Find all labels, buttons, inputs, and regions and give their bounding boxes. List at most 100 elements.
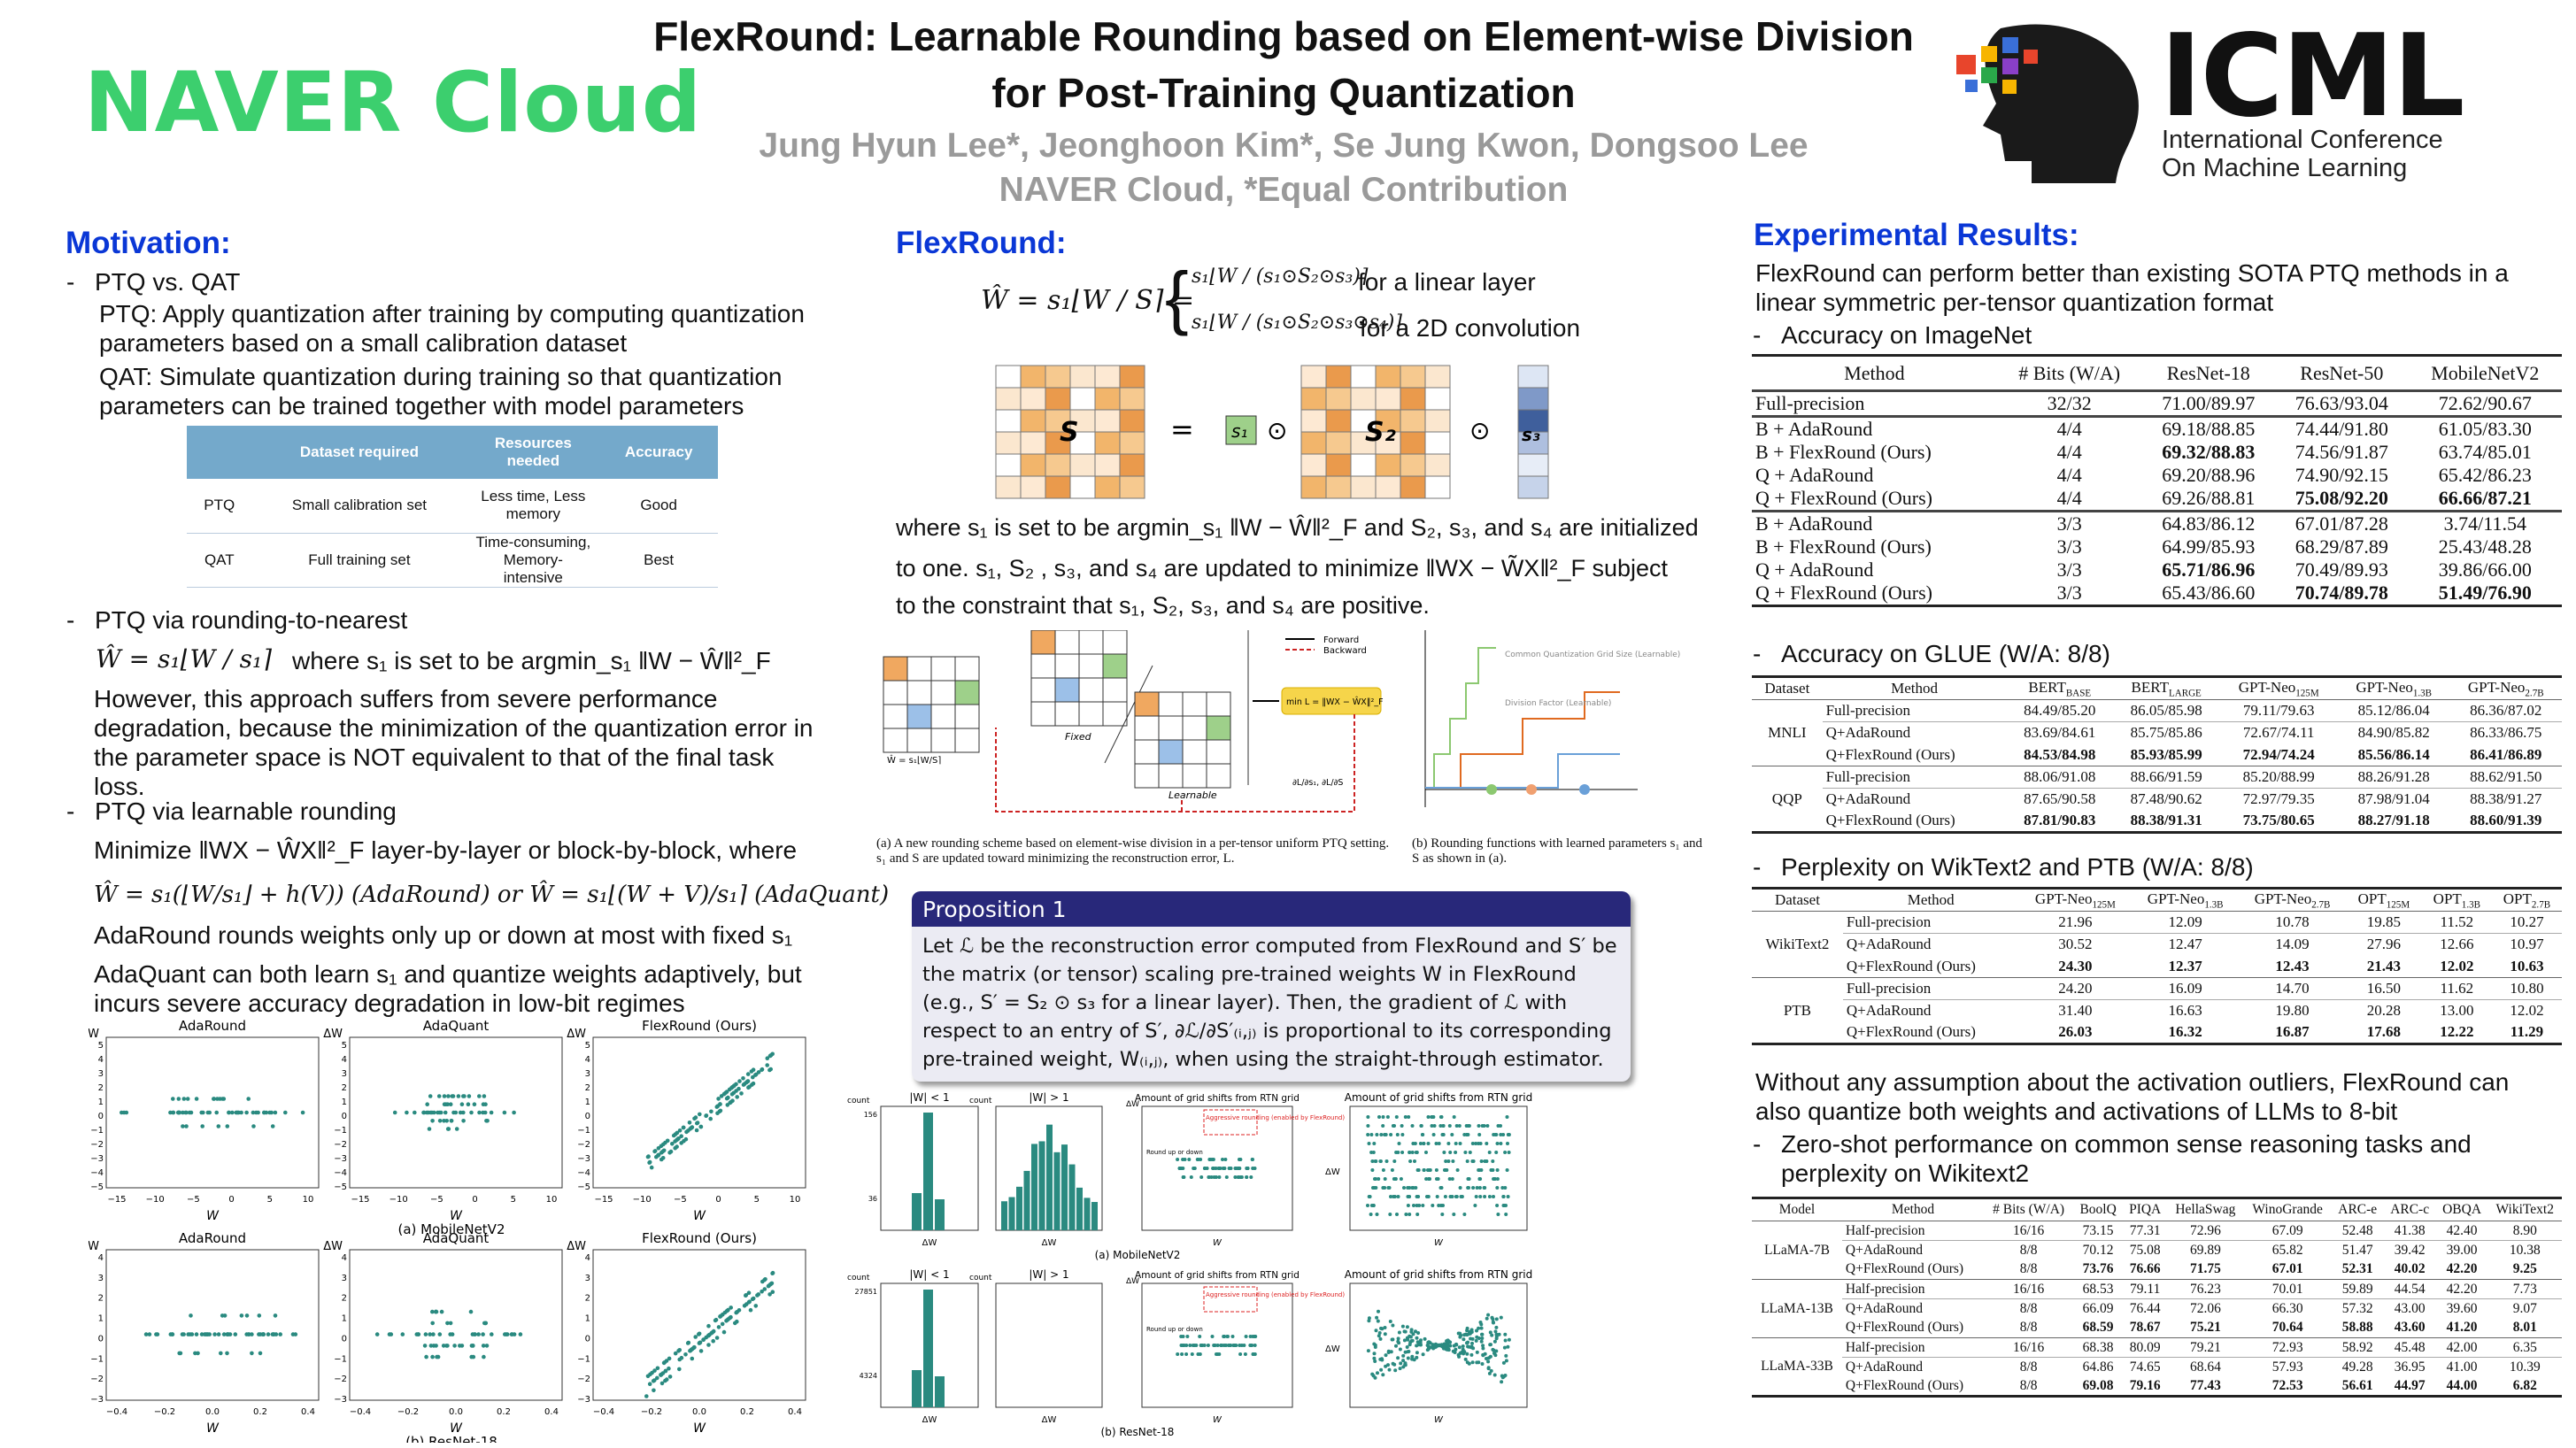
data-point (1418, 1142, 1423, 1145)
x-axis-label: ΔW (1042, 1238, 1057, 1248)
y-tick: 3 (585, 1274, 590, 1283)
plot-caption: (b) ResNet-18 (1101, 1426, 1175, 1438)
y-tick: 3 (342, 1069, 347, 1079)
data-point (278, 1332, 282, 1336)
data-point (434, 1309, 439, 1314)
cell: 39.60 (2435, 1298, 2488, 1319)
cell: 27.96 (2346, 933, 2422, 956)
data-point (1242, 1344, 1246, 1347)
data-point (1463, 1151, 1468, 1154)
cell: 9.07 (2487, 1298, 2562, 1319)
cell: Half-precision (1841, 1337, 1985, 1358)
data-point (456, 1094, 461, 1098)
plot-title: Amount of grid shifts from RTN grid (1345, 1268, 1532, 1281)
data-point (453, 1110, 459, 1115)
data-point (725, 1103, 730, 1107)
data-point (1506, 1195, 1510, 1198)
data-point (1407, 1115, 1411, 1119)
data-point (1409, 1328, 1414, 1332)
y-tick: 4 (585, 1055, 590, 1065)
data-point (1456, 1331, 1461, 1336)
data-point (1383, 1326, 1387, 1329)
data-point (1414, 1151, 1418, 1154)
data-point (694, 1128, 699, 1133)
y-tick: −4 (334, 1168, 347, 1178)
icml-subtitle-1: International Conference (2162, 126, 2443, 154)
case-linear: s₁⌊W / (s₁⊙S₂⊙s₃)⌉ (1192, 266, 1369, 288)
cell: 65.42/86.23 (2438, 464, 2532, 486)
cell: 43.00 (2383, 1298, 2436, 1319)
data-point (1475, 1350, 1479, 1354)
data-point (431, 1344, 436, 1348)
case-linear-label: for a linear layer (1358, 268, 1536, 296)
mark (1069, 409, 1096, 433)
mark (1134, 763, 1160, 789)
data-point (183, 1110, 188, 1115)
cell: 72.96 (2167, 1221, 2244, 1241)
data-point (1375, 1213, 1379, 1216)
data-point (261, 1332, 266, 1336)
mark (1206, 691, 1231, 717)
column-header: Model (1778, 1202, 1816, 1217)
data-point (466, 1102, 471, 1106)
mark (954, 728, 980, 753)
cell: 71.00/89.97 (2141, 389, 2276, 417)
hist-bar (1008, 1197, 1015, 1230)
data-point (706, 1343, 711, 1347)
column-header: ResNet-50 (2300, 361, 2384, 384)
mark (1182, 691, 1207, 717)
mark (1119, 475, 1145, 499)
data-point (459, 1102, 465, 1106)
y-tick: −2 (334, 1140, 347, 1150)
data-point (1435, 1195, 1439, 1198)
data-point (1465, 1133, 1469, 1136)
column-header: OPT2.7B (2503, 890, 2551, 911)
cell: 69.18/88.85 (2141, 415, 2276, 441)
data-point (1400, 1133, 1405, 1136)
mark (1182, 763, 1207, 789)
y-tick: 0 (98, 1334, 104, 1344)
data-point (1431, 1133, 1436, 1136)
data-point (428, 1332, 433, 1336)
data-point (661, 1148, 667, 1153)
y-tick: −1 (334, 1354, 347, 1364)
mark (1424, 431, 1451, 455)
mark (906, 728, 932, 753)
data-point (1492, 1195, 1495, 1198)
mark (954, 656, 980, 682)
x-tick: 0 (228, 1195, 234, 1205)
y-tick: −3 (90, 1395, 104, 1405)
cell: 86.33/86.75 (2449, 721, 2562, 744)
forward-label: Forward (1323, 635, 1359, 645)
data-point (489, 1110, 494, 1115)
mark (1045, 409, 1071, 433)
y-axis-label: ΔW (1325, 1167, 1340, 1177)
cell: 70.49/89.93 (2294, 558, 2388, 581)
data-point (266, 1332, 271, 1336)
x-axis-label: W (206, 1421, 220, 1436)
cell: 74.90/92.15 (2294, 464, 2388, 486)
cell: Q+AdaRound (1841, 1357, 1985, 1377)
y-tick: −2 (577, 1140, 590, 1150)
y-tick: 36 (868, 1195, 877, 1203)
mark (1203, 1109, 1258, 1136)
y-axis-label: ΔW (323, 1028, 343, 1041)
data-point (1467, 1332, 1471, 1336)
data-point (1478, 1195, 1483, 1198)
y-tick: −2 (90, 1140, 104, 1150)
data-point (1383, 1133, 1387, 1136)
dataset-cell: MNLI (1752, 699, 1823, 766)
poster-title-line2: for Post-Training Quantization (991, 70, 1576, 116)
data-point (688, 1348, 692, 1353)
data-point (1391, 1323, 1395, 1328)
mark (1203, 1286, 1258, 1313)
data-point (1458, 1142, 1462, 1145)
division-factor-label: Division Factor (Learnable) (1505, 699, 1611, 708)
data-point (742, 1082, 747, 1086)
y-tick: 0 (585, 1112, 590, 1121)
data-point (510, 1332, 514, 1336)
hist-bar (1053, 1151, 1060, 1230)
data-point (716, 1097, 721, 1101)
data-point (1366, 1349, 1370, 1353)
